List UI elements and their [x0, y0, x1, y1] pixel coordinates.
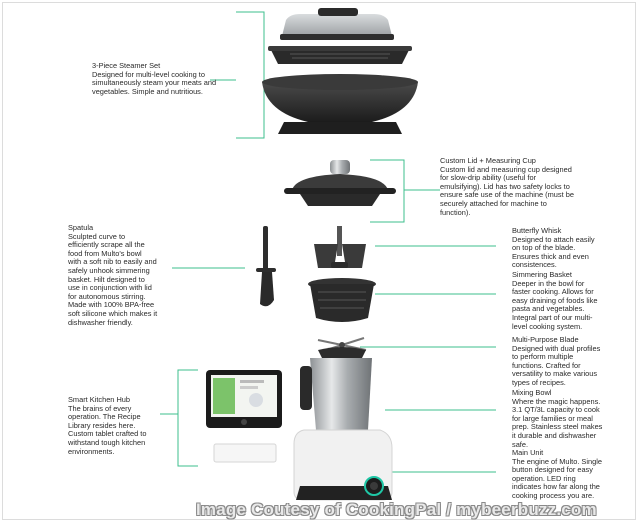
callout-multi-purpose-blade: Multi-Purpose Blade Designed with dual p… [512, 335, 622, 388]
main-unit [293, 347, 393, 501]
callout-custom-lid: Custom Lid + Measuring Cup Custom lid an… [440, 156, 590, 217]
callout-title: Spatula [68, 223, 94, 232]
callout-description: The brains of every operation. The Recip… [68, 403, 147, 456]
callout-description: Deeper in the bowl for faster cooking. A… [512, 278, 598, 331]
callout-title: Butterfly Whisk [512, 226, 562, 235]
callout-description: Custom lid and measuring cup designed fo… [440, 164, 574, 217]
steamer-base [262, 74, 418, 134]
callout-butterfly-whisk: Butterfly Whisk Designed to attach easil… [512, 226, 622, 270]
callout-title: Mixing Bowl [512, 388, 552, 397]
steamer-tray [268, 46, 412, 64]
callout-description: Designed to attach easily on top of the … [512, 234, 595, 270]
callout-description: Designed for multi-level cooking to simu… [92, 69, 217, 96]
callout-title: Multi-Purpose Blade [512, 335, 579, 344]
callout-title: Simmering Basket [512, 270, 572, 279]
callout-main-unit: Main Unit The engine of Multo. Single bu… [512, 448, 624, 501]
callout-description: Sculpted curve to efficiently scrape all… [68, 231, 158, 327]
callout-title: 3-Piece Steamer Set [92, 61, 161, 70]
leader-lines [160, 11, 496, 473]
steamer-lid [280, 8, 394, 40]
callout-description: Designed with dual profiles to perform m… [512, 343, 601, 387]
callout-title: Custom Lid + Measuring Cup [440, 156, 536, 165]
butterfly-whisk [314, 226, 366, 268]
simmering-basket [308, 278, 376, 322]
callout-title: Main Unit [512, 448, 544, 457]
callout-description: The engine of Multo. Single button desig… [512, 456, 602, 500]
callout-smart-kitchen-hub: Smart Kitchen Hub The brains of every op… [68, 395, 168, 456]
callout-description: Where the magic happens. 3.1 QT/3L capac… [512, 396, 603, 449]
callout-title: Smart Kitchen Hub [68, 395, 131, 404]
callout-spatula: Spatula Sculpted curve to efficiently sc… [68, 223, 178, 327]
leader-steamer [236, 11, 265, 139]
callout-simmering-basket: Simmering Basket Deeper in the bowl for … [512, 270, 622, 331]
callout-mixing-bowl: Mixing Bowl Where the magic happens. 3.1… [512, 388, 624, 449]
custom-lid [284, 160, 396, 206]
callout-steamer-set: 3-Piece Steamer Set Designed for multi-l… [92, 61, 232, 96]
leader-lid [370, 159, 405, 223]
page-frame [2, 2, 636, 520]
leader-hub [177, 369, 198, 467]
spatula [256, 226, 276, 307]
smart-kitchen-hub [206, 370, 282, 463]
image-credit-watermark: Image Coutesy of CookingPal / mybeerbuzz… [196, 500, 597, 519]
